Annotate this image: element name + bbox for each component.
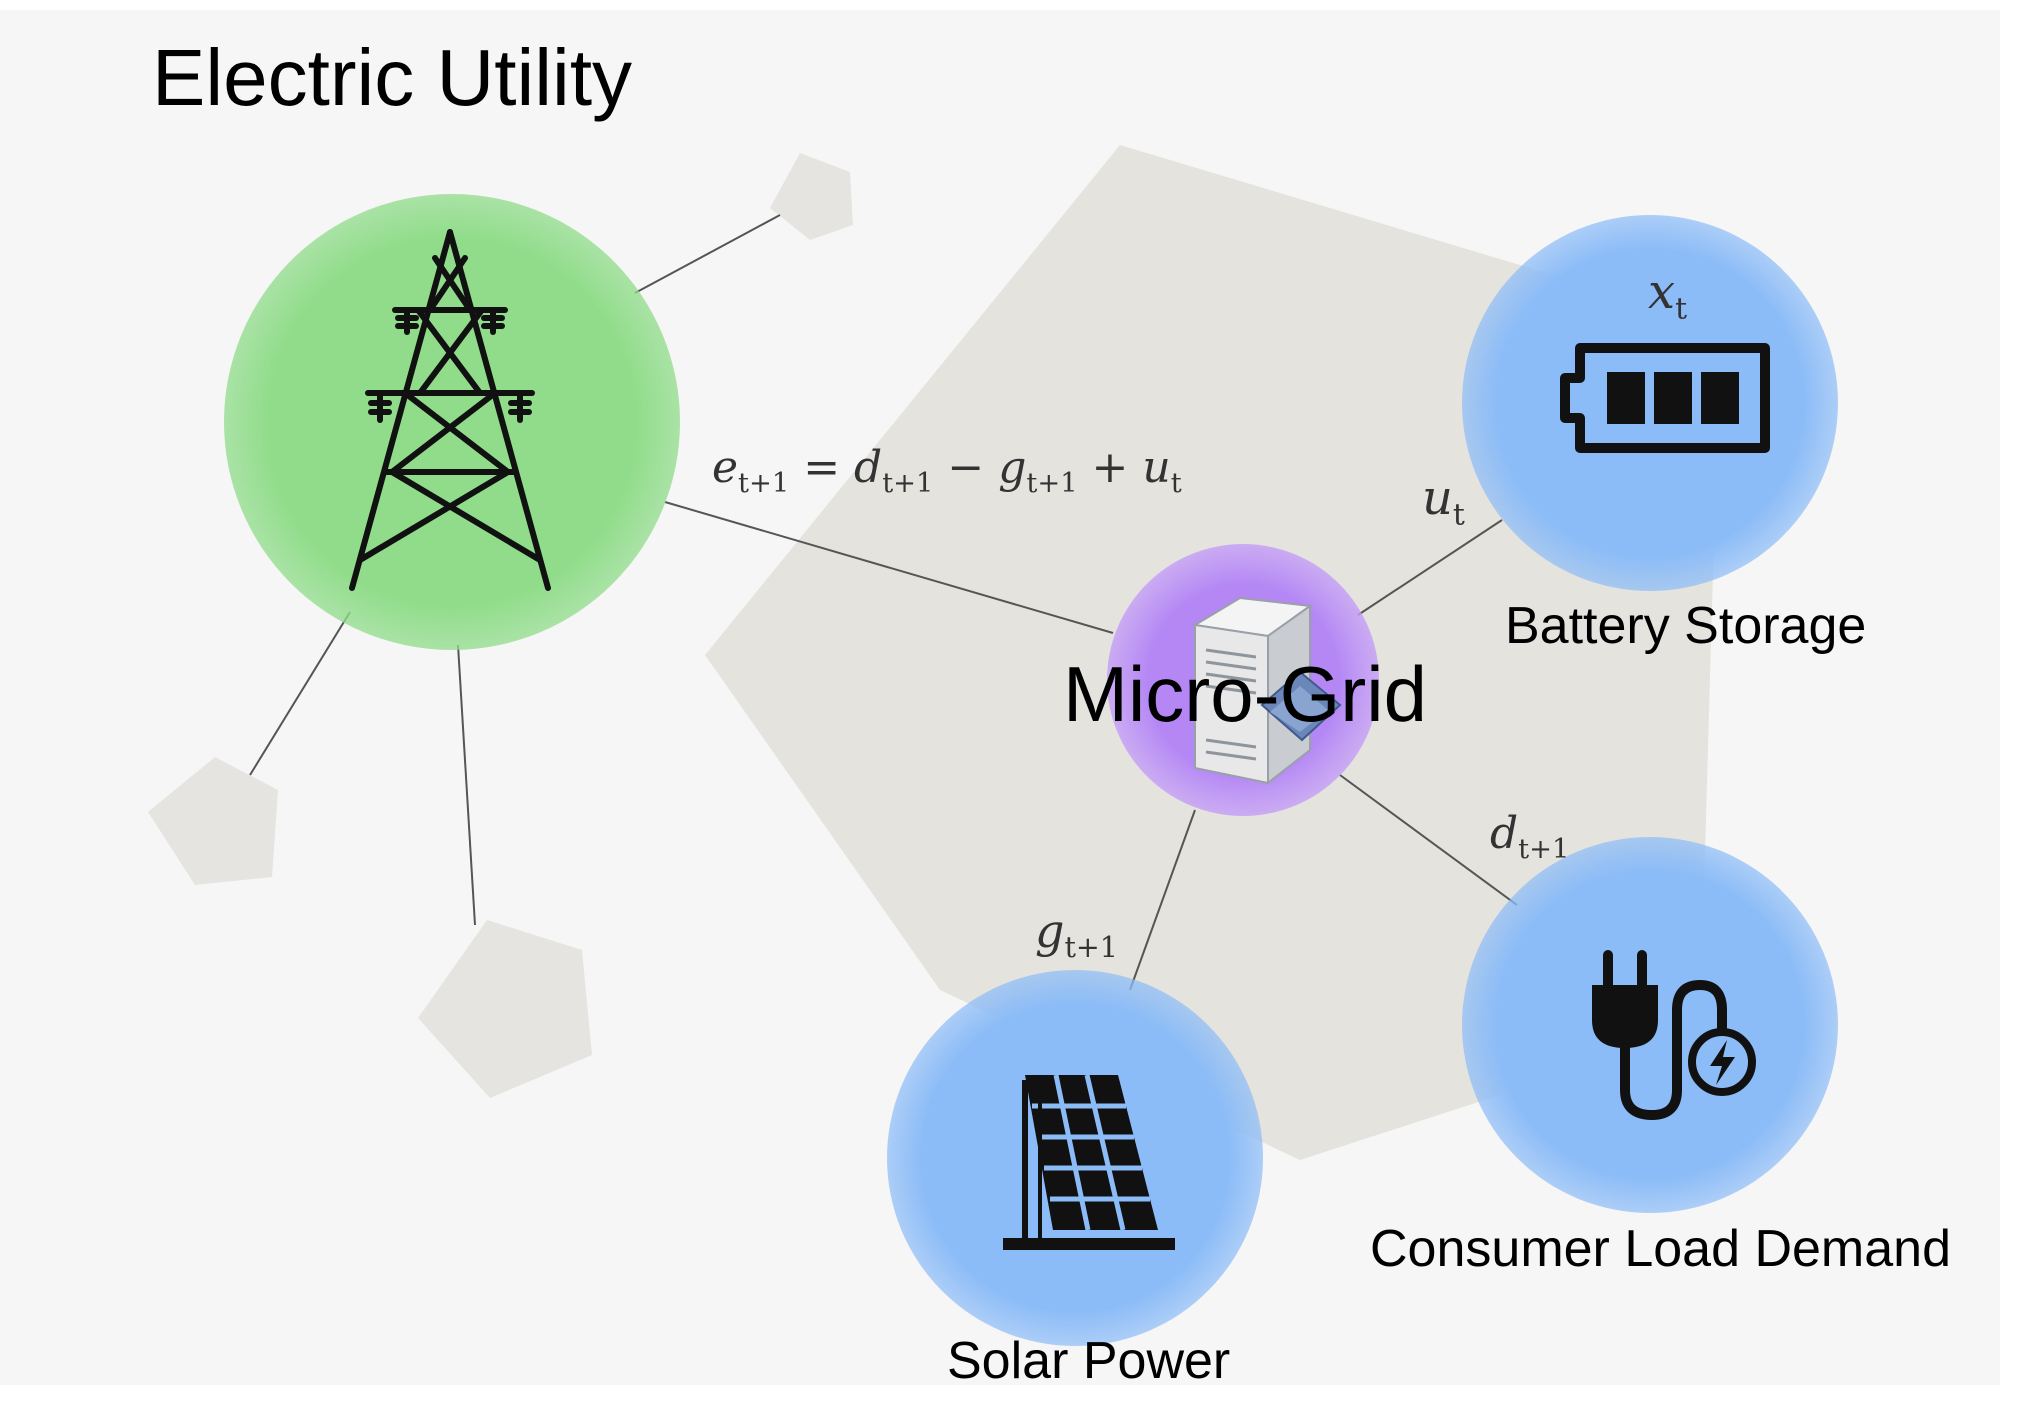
page-title: Electric Utility xyxy=(152,33,633,122)
equation-d: d xyxy=(854,442,883,493)
equation-u: u xyxy=(1142,442,1171,493)
edge-utility-peer xyxy=(249,611,351,776)
battery-label: Battery Storage xyxy=(1505,597,1867,655)
equation-plus: + xyxy=(1077,442,1143,493)
solar-panel-icon xyxy=(1003,1074,1175,1250)
equation-g: g xyxy=(998,442,1027,493)
edge-microgrid-load xyxy=(1339,774,1518,906)
edges xyxy=(249,214,1518,991)
equation-equals: = xyxy=(789,442,855,493)
load-label: Consumer Load Demand xyxy=(1370,1220,1951,1278)
battery-flow-label: ut xyxy=(1422,474,1465,530)
demand-label: dt+1 xyxy=(1490,812,1569,863)
microgrid-label: Micro-Grid xyxy=(1063,650,1427,738)
equation-g-subscript: t+1 xyxy=(1026,467,1078,499)
peer-node-pentagon xyxy=(770,153,853,240)
equation-u-subscript: t xyxy=(1170,467,1182,499)
battery-node[interactable] xyxy=(1462,215,1838,591)
server-icon xyxy=(1192,596,1342,786)
equation-d-subscript: t+1 xyxy=(882,467,934,499)
equation-e-subscript: t+1 xyxy=(738,467,790,499)
edge-utility-peer xyxy=(457,644,476,926)
transmission-tower-icon xyxy=(349,229,551,591)
demand-symbol: d xyxy=(1490,808,1519,859)
generation-symbol: g xyxy=(1035,904,1065,958)
battery-state-subscript: t xyxy=(1675,291,1688,327)
battery-flow-symbol: u xyxy=(1422,470,1453,526)
battery-state-label: xt xyxy=(1648,268,1687,324)
peer-node-pentagon xyxy=(148,757,278,885)
battery-flow-subscript: t xyxy=(1452,497,1465,533)
solar-label: Solar Power xyxy=(947,1332,1231,1390)
utility-node[interactable] xyxy=(224,194,680,650)
edge-utility-microgrid xyxy=(664,501,1114,634)
demand-subscript: t+1 xyxy=(1518,833,1570,865)
edge-utility-peer xyxy=(634,214,781,294)
generation-label: gt+1 xyxy=(1035,908,1118,963)
equation-minus: − xyxy=(933,442,999,493)
energy-balance-equation: et+1 = dt+1 − gt+1 + ut xyxy=(712,446,1182,497)
edge-microgrid-solar xyxy=(1129,809,1196,991)
battery-state-symbol: x xyxy=(1648,264,1676,320)
plug-icon xyxy=(1592,950,1756,1121)
peer-node-pentagon xyxy=(418,920,592,1098)
battery-icon xyxy=(1560,343,1770,453)
generation-subscript: t+1 xyxy=(1064,931,1118,965)
equation-e: e xyxy=(712,442,739,493)
edge-microgrid-battery xyxy=(1357,519,1503,616)
